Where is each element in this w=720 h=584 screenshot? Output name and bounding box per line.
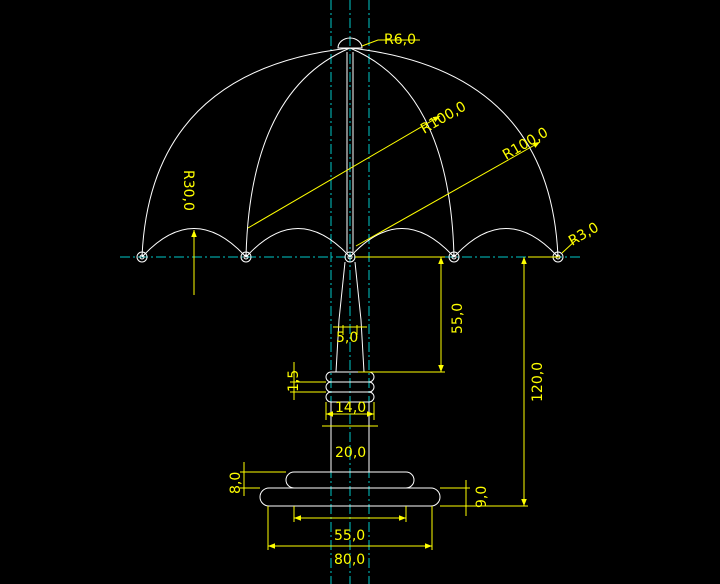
dim-r-scallop: R30,0 [180, 170, 196, 211]
rib-end-2 [240, 251, 252, 263]
dim-base-top-height: 8,0 [228, 472, 244, 494]
dim-pole-width: 5,0 [336, 330, 358, 346]
base-bottom [259, 487, 441, 507]
dim-r-rib-right: R100,0 [500, 125, 551, 164]
dim-ring-pitch: 1,5 [286, 370, 302, 392]
leader-r-tip [361, 39, 420, 47]
dim-pole-height: 55,0 [450, 303, 466, 334]
center-lines [120, 0, 580, 584]
dim-total-height: 120,0 [530, 362, 546, 402]
leader-r-rib-left [247, 115, 441, 229]
ring-3 [325, 391, 375, 403]
dim-r-tip: R6,0 [384, 32, 416, 48]
tapered-pole [335, 261, 365, 373]
leader-r-end [561, 239, 577, 254]
rib-end-4 [448, 251, 460, 263]
dimension-lines [191, 39, 577, 550]
dim-ring-width: 14,0 [335, 400, 366, 416]
canopy-tip [337, 37, 363, 49]
dim-neck-width: 20,0 [335, 445, 366, 461]
dim-r-rib-left: R100,0 [418, 99, 469, 138]
dim-base-outer-width: 80,0 [334, 552, 365, 568]
canopy-rib-right [349, 47, 455, 258]
dim-r-end: R3,0 [566, 220, 602, 250]
dim-base-total-height: 9,0 [474, 486, 490, 508]
canopy-rib-left [245, 47, 351, 258]
rib-end-1 [136, 251, 148, 263]
canopy-scallops [141, 228, 559, 258]
dim-base-inner-width: 55,0 [334, 528, 365, 544]
leader-r-rib-right [355, 141, 541, 247]
